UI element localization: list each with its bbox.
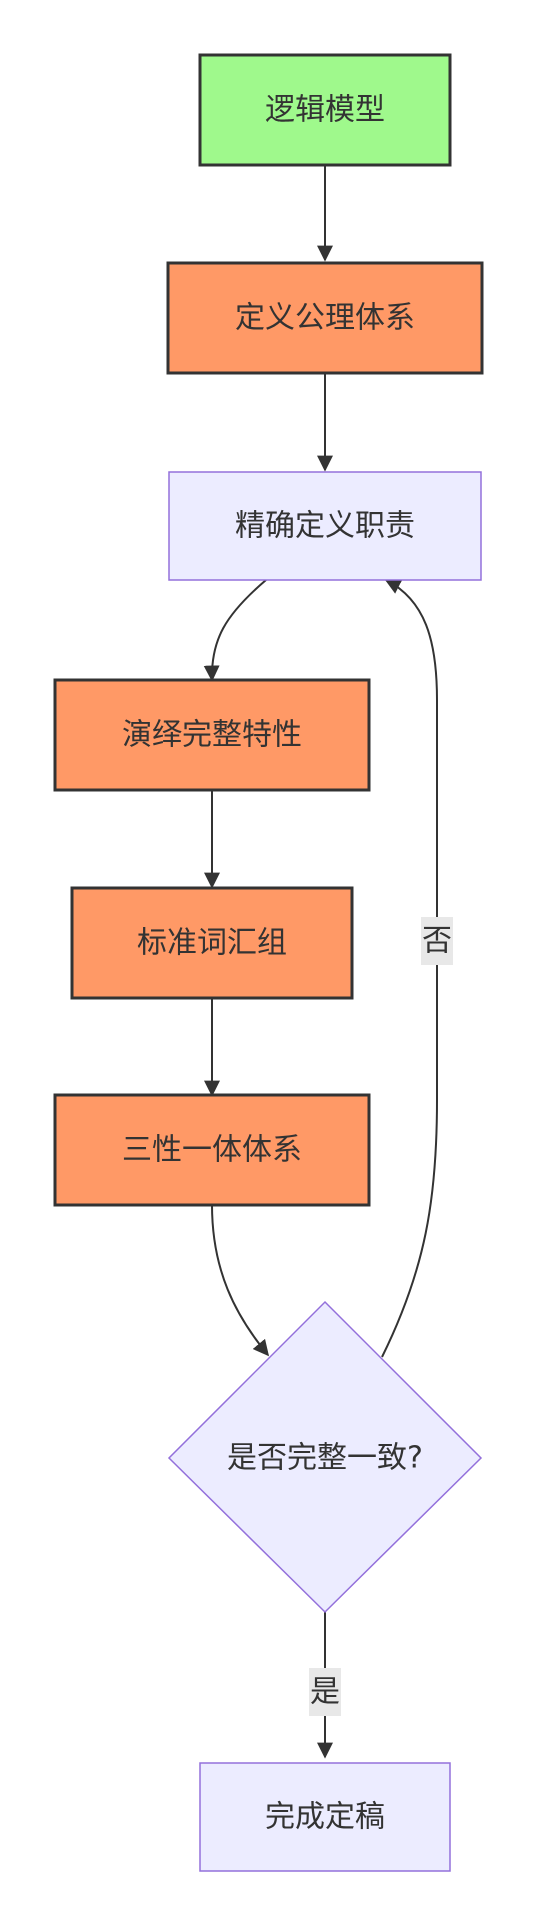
- node-axiom-system: 定义公理体系: [166, 261, 484, 375]
- node-finalize-label: 完成定稿: [265, 1800, 385, 1835]
- edge-label-no-text: 否: [422, 924, 452, 959]
- node-deduce-properties-label: 演绎完整特性: [122, 718, 302, 753]
- node-finalize: 完成定稿: [199, 1762, 451, 1872]
- edge-label-no: 否: [421, 917, 453, 965]
- edge-label-yes: 是: [309, 1668, 341, 1716]
- edge-label-yes-text: 是: [310, 1675, 340, 1710]
- node-check-complete-decision: 是否完整一致?: [167, 1300, 483, 1614]
- node-standard-vocab: 标准词汇组: [70, 886, 354, 1000]
- node-deduce-properties: 演绎完整特性: [53, 678, 371, 792]
- node-define-duties: 精确定义职责: [168, 471, 482, 581]
- node-logic-model: 逻辑模型: [198, 53, 452, 167]
- node-logic-model-label: 逻辑模型: [265, 93, 385, 128]
- edge-define-duties-to-deduce-properties: [203, 579, 267, 682]
- node-trinity-system-label: 三性一体体系: [122, 1133, 302, 1168]
- node-axiom-system-label: 定义公理体系: [235, 301, 415, 336]
- edge-check-complete-to-define-duties: [381, 579, 438, 1358]
- node-check-complete-label: 是否完整一致?: [227, 1441, 423, 1476]
- edge-trinity-system-to-check-complete: [211, 1204, 270, 1357]
- node-define-duties-label: 精确定义职责: [235, 509, 415, 544]
- edges: [203, 165, 438, 1759]
- node-standard-vocab-label: 标准词汇组: [137, 926, 287, 961]
- node-trinity-system: 三性一体体系: [53, 1093, 371, 1207]
